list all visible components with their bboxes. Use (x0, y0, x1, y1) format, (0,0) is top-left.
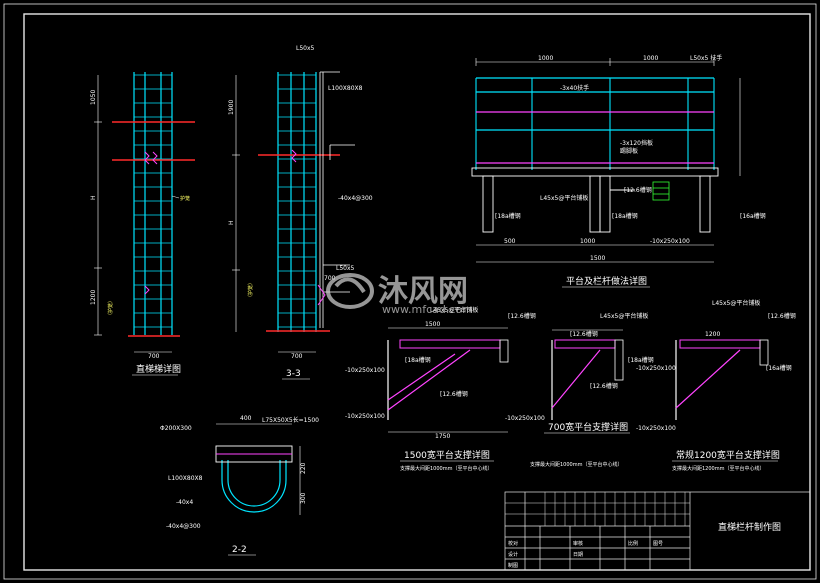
label-l50x5b: L50x5 (336, 265, 355, 272)
label-d300: Φ200X300 (160, 425, 192, 432)
title-block: 直梯栏杆制作图 校对 审核 设计 日期 制图 比例 图号 (504, 491, 811, 571)
label-l50x5: L50x5 (296, 45, 315, 52)
label-l45x5: L45x5@平台铺板 (540, 194, 588, 202)
label-l50-rail: L50x5 扶手 (690, 54, 722, 62)
dim-1750: 1750 (435, 433, 450, 440)
label-40x4b: -40x4 (176, 499, 193, 506)
dim-1000a: 1000 (538, 55, 553, 62)
label-plate-b: -10x250x100 (345, 367, 385, 374)
label-ch10: [18a槽钢 (405, 356, 431, 364)
label-l45d: L45x5@平台铺板 (712, 299, 760, 307)
ladder-front-view: 1050 H 1200 （护笼） 700 护笼 直梯梯详图 (90, 72, 195, 376)
label-ch12e: [12.6槽钢 (590, 382, 618, 390)
section-2-2-view: 400 L75X50X5长=1500 Φ200X300 L100X80X8 -4… (160, 415, 319, 556)
dim-1000b: 1000 (643, 55, 658, 62)
tb-draw: 制图 (508, 562, 518, 569)
label-ch12d: [12.6槽钢 (570, 330, 598, 338)
drawing-name: 直梯栏杆制作图 (718, 521, 781, 533)
label-plate: -10x250x100 (650, 238, 690, 245)
section-2-2-title: 2-2 (232, 545, 247, 555)
bracket-1500-note: 支撑最大间距1000mm（至平台中心线） (400, 465, 492, 472)
watermark-brand: 沐风网 (378, 274, 468, 309)
dim-700c: 700 (291, 353, 303, 360)
dim-1200v: 1200 (90, 290, 97, 305)
bracket-700-title: 700宽平台支撑详图 (548, 421, 628, 433)
platform-title: 平台及栏杆做法详图 (566, 275, 647, 287)
bracket-700-view: [12.6槽钢 L45x5@平台铺板 [18a槽钢 [12.6槽钢 -10x25… (505, 312, 654, 468)
dim-400: 400 (240, 415, 252, 422)
label-ch12f: [12.6槽钢 (768, 312, 796, 320)
watermark-url: www.mfcad.com (382, 303, 473, 316)
dim-1200: 1200 (705, 331, 720, 338)
dim-300: 300 (300, 492, 307, 504)
ladder-front-title: 直梯梯详图 (136, 363, 181, 375)
dim-500: 500 (504, 238, 516, 245)
dim-1900: 1900 (228, 100, 235, 115)
bracket-700-note: 支撑最大间距1000mm（至平台中心线） (530, 461, 622, 468)
bracket-1500-title: 1500宽平台支撑详图 (404, 449, 490, 461)
tb-scale: 比例 (628, 540, 638, 547)
drawing-frame (3, 3, 817, 580)
label-ch16: [16a槽钢 (740, 212, 766, 220)
section-3-3-title: 3-3 (286, 369, 301, 379)
label-ch18c: [18a槽钢 (628, 356, 654, 364)
cage-label-2: （护笼） (247, 280, 254, 300)
tb-design: 设计 (508, 551, 518, 558)
label-plate-e: -10x250x100 (636, 365, 676, 372)
label-rail-mid: -3x40扶手 (560, 84, 589, 92)
label-l100b: L100X80X8 (168, 475, 203, 482)
label-ch16b: [16a槽钢 (766, 364, 792, 372)
section-3-3-view: L50x5 L100X80X8 -40x4@300 L50x5 700 1900… (228, 45, 373, 380)
label-l45b: L45x5@平台铺板 (430, 306, 478, 314)
label-plate-c: -10x250x100 (345, 413, 385, 420)
dim-h: H (90, 195, 97, 200)
dim-220: 220 (300, 462, 307, 474)
label-ch18: [18a槽钢 (495, 212, 521, 220)
dim-1000c: 1000 (580, 238, 595, 245)
label-toe2: 踢脚板 (620, 147, 638, 155)
platform-railing-view: 1000 1000 500 1000 1500 L50x5 扶手 -3x40扶手… (471, 54, 766, 288)
cage-note: 护笼 (180, 195, 190, 202)
watermark: 沐风网 www.mfcad.com (326, 273, 473, 316)
bracket-1500-view: 1500 1750 L45x5@平台铺板 [12.6槽钢 -10x250x100… (345, 306, 536, 472)
bracket-1200-note: 支撑最大间距1200mm（至平台中心线） (672, 465, 764, 472)
label-plate-f: -10x250x100 (636, 425, 676, 432)
tb-sheet: 图号 (653, 541, 663, 547)
watermark-logo-icon (326, 273, 374, 309)
label-plate-d: -10x250x100 (505, 415, 545, 422)
dim-700: 700 (324, 275, 336, 282)
label-ch12c: [12.6槽钢 (440, 390, 468, 398)
label-l45c: L45x5@平台铺板 (600, 312, 648, 320)
tb-review: 审核 (573, 540, 583, 547)
dim-700b: 700 (148, 353, 160, 360)
bracket-1200-title: 常规1200宽平台支撑详图 (676, 449, 780, 461)
bracket-1200-view: L45x5@平台铺板 [12.6槽钢 [16a槽钢 -10x250x100 -1… (636, 299, 796, 472)
cage-label: （护笼） (107, 298, 114, 318)
label-ch12: [12.6槽钢 (624, 186, 652, 194)
label-rail-toe: -3x120挡板 (620, 139, 653, 147)
tb-date: 日期 (573, 552, 583, 558)
label-l75: L75X50X5长=1500 (262, 416, 319, 424)
label-ch18b: [18a槽钢 (612, 212, 638, 220)
label-40x4-300b: -40x4@300 (166, 523, 201, 530)
dim-1500b: 1500 (425, 321, 440, 328)
label-ch12b: [12.6槽钢 (508, 312, 536, 320)
label-flat-40x4-300: -40x4@300 (338, 195, 373, 202)
dim-1500: 1500 (590, 255, 605, 262)
tb-check: 校对 (508, 540, 518, 547)
dim-h2: H (228, 220, 235, 225)
dim-1050: 1050 (90, 90, 97, 105)
label-l100x80x8: L100X80X8 (328, 85, 363, 92)
